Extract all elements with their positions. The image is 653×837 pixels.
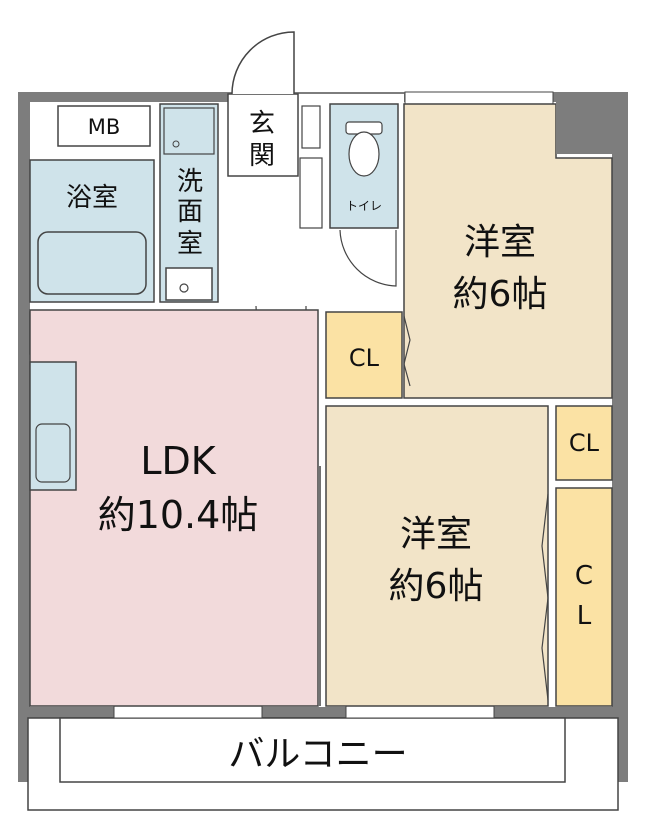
western-room-2 [325, 405, 549, 707]
toilet-label: トイレ [346, 199, 382, 213]
mb-box [57, 105, 151, 147]
shoe-cabinet [301, 105, 321, 149]
closet-door [403, 315, 411, 387]
kitchen-sink [35, 423, 71, 483]
ldk-name: LDK [140, 439, 216, 483]
ldk-size: 約10.4帖 [98, 493, 259, 537]
closet2-label: CL [569, 429, 600, 457]
window [345, 705, 495, 719]
entrance-label-2: 関 [249, 141, 275, 171]
entrance-label-1: 玄 [249, 109, 275, 139]
closet3-label-1: C [575, 561, 593, 591]
washroom-label-1: 洗 [177, 167, 203, 197]
washroom-label-2: 面 [177, 197, 203, 227]
room2-size: 約6帖 [389, 566, 484, 607]
room1-size: 約6帖 [453, 274, 548, 315]
washroom-label-3: 室 [177, 229, 203, 259]
closet3-label-2: L [577, 601, 592, 631]
closet-3 [555, 487, 613, 707]
closet-door [541, 493, 549, 701]
ldk-room [29, 309, 319, 707]
wall-pillar [556, 92, 628, 154]
washing-machine-pan [163, 107, 215, 155]
balcony-label: バルコニー [228, 734, 407, 775]
window [404, 91, 554, 105]
toilet-door-swing [339, 229, 397, 287]
toilet-bowl [348, 131, 380, 177]
entrance-floor [227, 93, 299, 177]
closet-1 [325, 311, 403, 399]
entrance-door-swing [231, 31, 295, 95]
room2-name: 洋室 [400, 514, 472, 555]
bath-label: 浴室 [66, 183, 118, 213]
room1-name: 洋室 [464, 222, 536, 263]
mb-label: MB [88, 115, 121, 139]
closet-2 [555, 405, 613, 481]
shoe-cabinet [299, 157, 323, 229]
closet1-label: CL [349, 344, 380, 372]
bathtub [37, 231, 147, 295]
drain [172, 140, 180, 148]
window [113, 705, 263, 719]
wash-basin [165, 267, 213, 301]
balcony-inner [59, 717, 566, 783]
basin-drain [179, 283, 189, 293]
